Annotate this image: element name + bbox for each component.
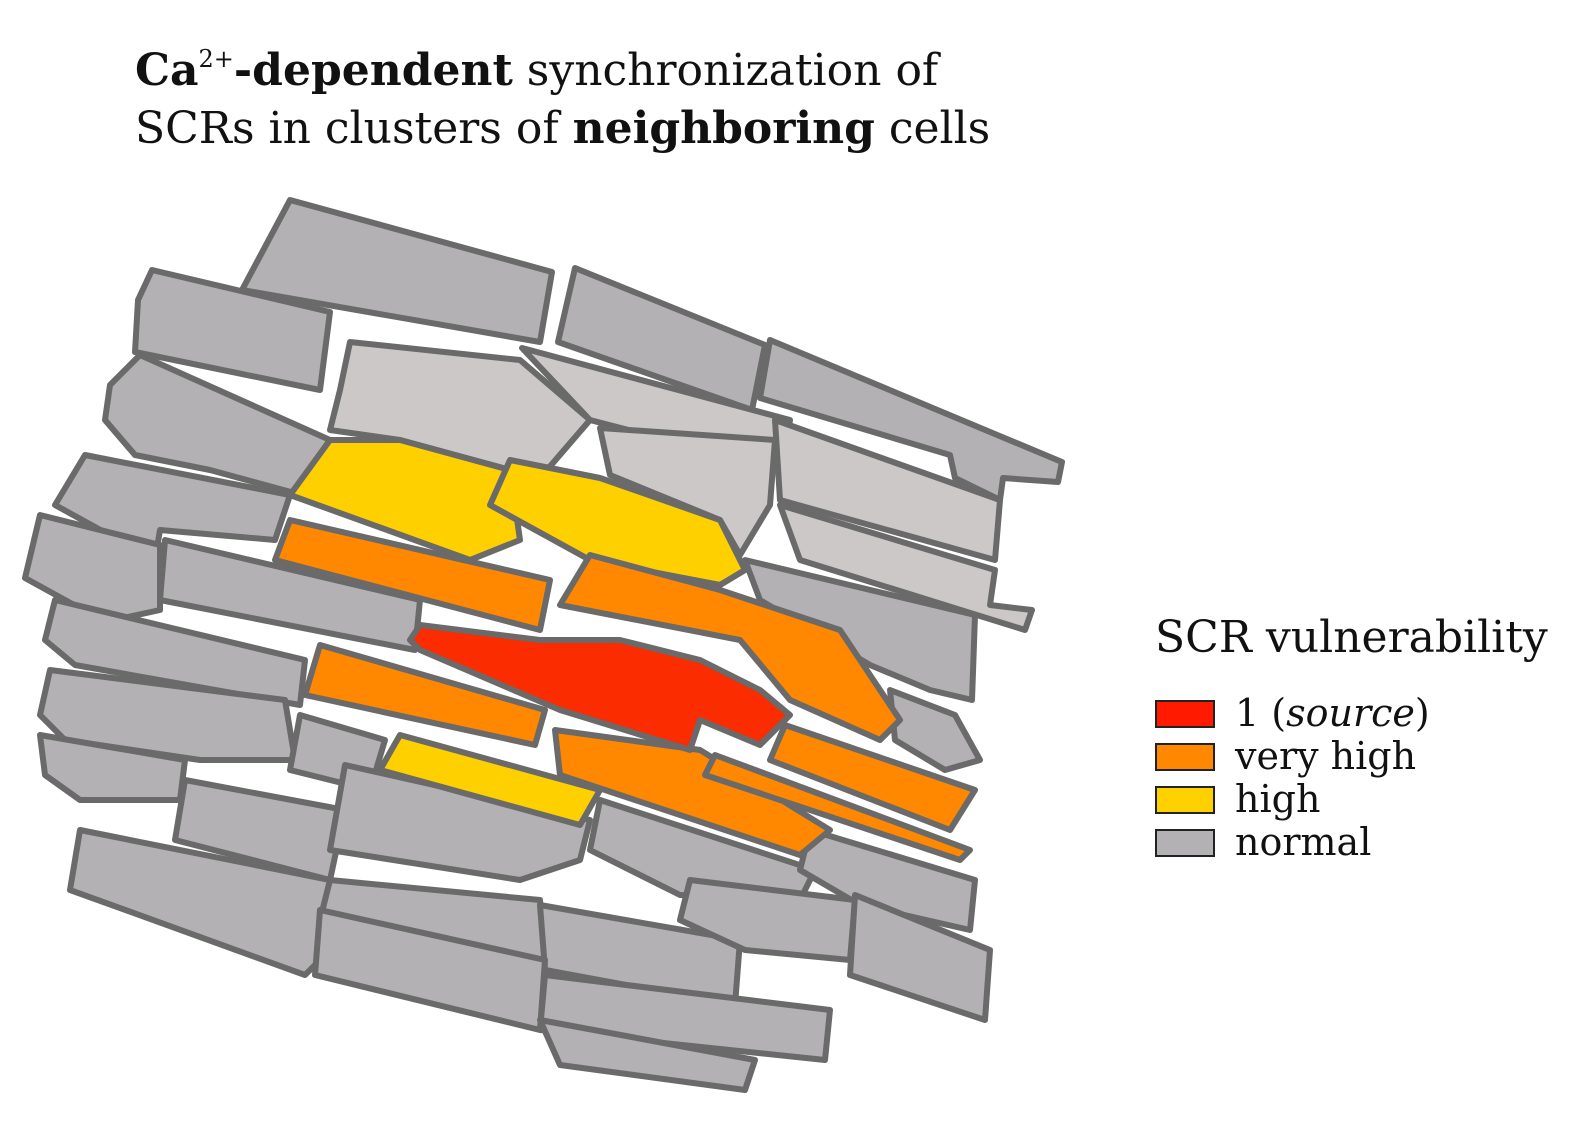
title-rest-2a: SCRs in clusters of: [135, 103, 573, 154]
cell-normal: [677, 877, 858, 963]
cell-normal: [887, 687, 983, 773]
legend-row-high: high: [1155, 778, 1548, 821]
title-line-2: SCRs in clusters of neighboring cells: [135, 100, 990, 158]
title-rest-1: synchronization of: [512, 45, 939, 96]
legend-swatch-high: [1155, 785, 1215, 814]
cell-source: [407, 622, 793, 753]
legend-title: SCR vulnerability: [1155, 612, 1548, 663]
title-rest-2b: cells: [874, 103, 991, 154]
title-dependent: -dependent: [233, 45, 513, 96]
title-ca: Ca: [135, 45, 199, 96]
cell-normal: [847, 892, 993, 1023]
cell-normal: [37, 667, 298, 763]
title-line-1: Ca2+-dependent synchronization of: [135, 42, 990, 100]
title-superscript: 2+: [198, 45, 234, 73]
cell-normal: [67, 827, 333, 978]
cell-normal: [157, 537, 423, 653]
cell-high: [377, 732, 603, 828]
legend-label-source: 1 (source): [1235, 691, 1430, 735]
legend-swatch-source: [1155, 699, 1215, 728]
cell-normal: [537, 972, 833, 1063]
cell-light: [777, 502, 1035, 633]
cell-normal: [742, 557, 978, 703]
legend-row-very-high: very high: [1155, 735, 1548, 778]
cell-very-high: [702, 752, 973, 863]
legend-swatch-very-high: [1155, 742, 1215, 771]
cell-light: [772, 417, 1003, 563]
cell-normal: [239, 197, 555, 345]
cell-high: [287, 437, 523, 563]
cell-normal: [132, 267, 333, 393]
legend-row-normal: normal: [1155, 821, 1548, 864]
cell-very-high: [557, 552, 903, 743]
legend-swatch-normal: [1155, 828, 1215, 857]
title-neighboring: neighboring: [572, 103, 875, 154]
legend-label-normal: normal: [1235, 820, 1372, 864]
legend-row-source: 1 (source): [1155, 692, 1548, 735]
cell-very-high: [767, 722, 978, 833]
cell-very-high: [272, 517, 553, 633]
cell-high: [487, 457, 748, 588]
cell-normal: [537, 1017, 758, 1093]
diagram-title: Ca2+-dependent synchronization of SCRs i…: [135, 42, 990, 158]
legend-label-very-high: very high: [1235, 734, 1417, 778]
cell-normal: [37, 732, 188, 803]
legend-label-high: high: [1235, 777, 1321, 821]
cell-very-high: [302, 642, 548, 748]
